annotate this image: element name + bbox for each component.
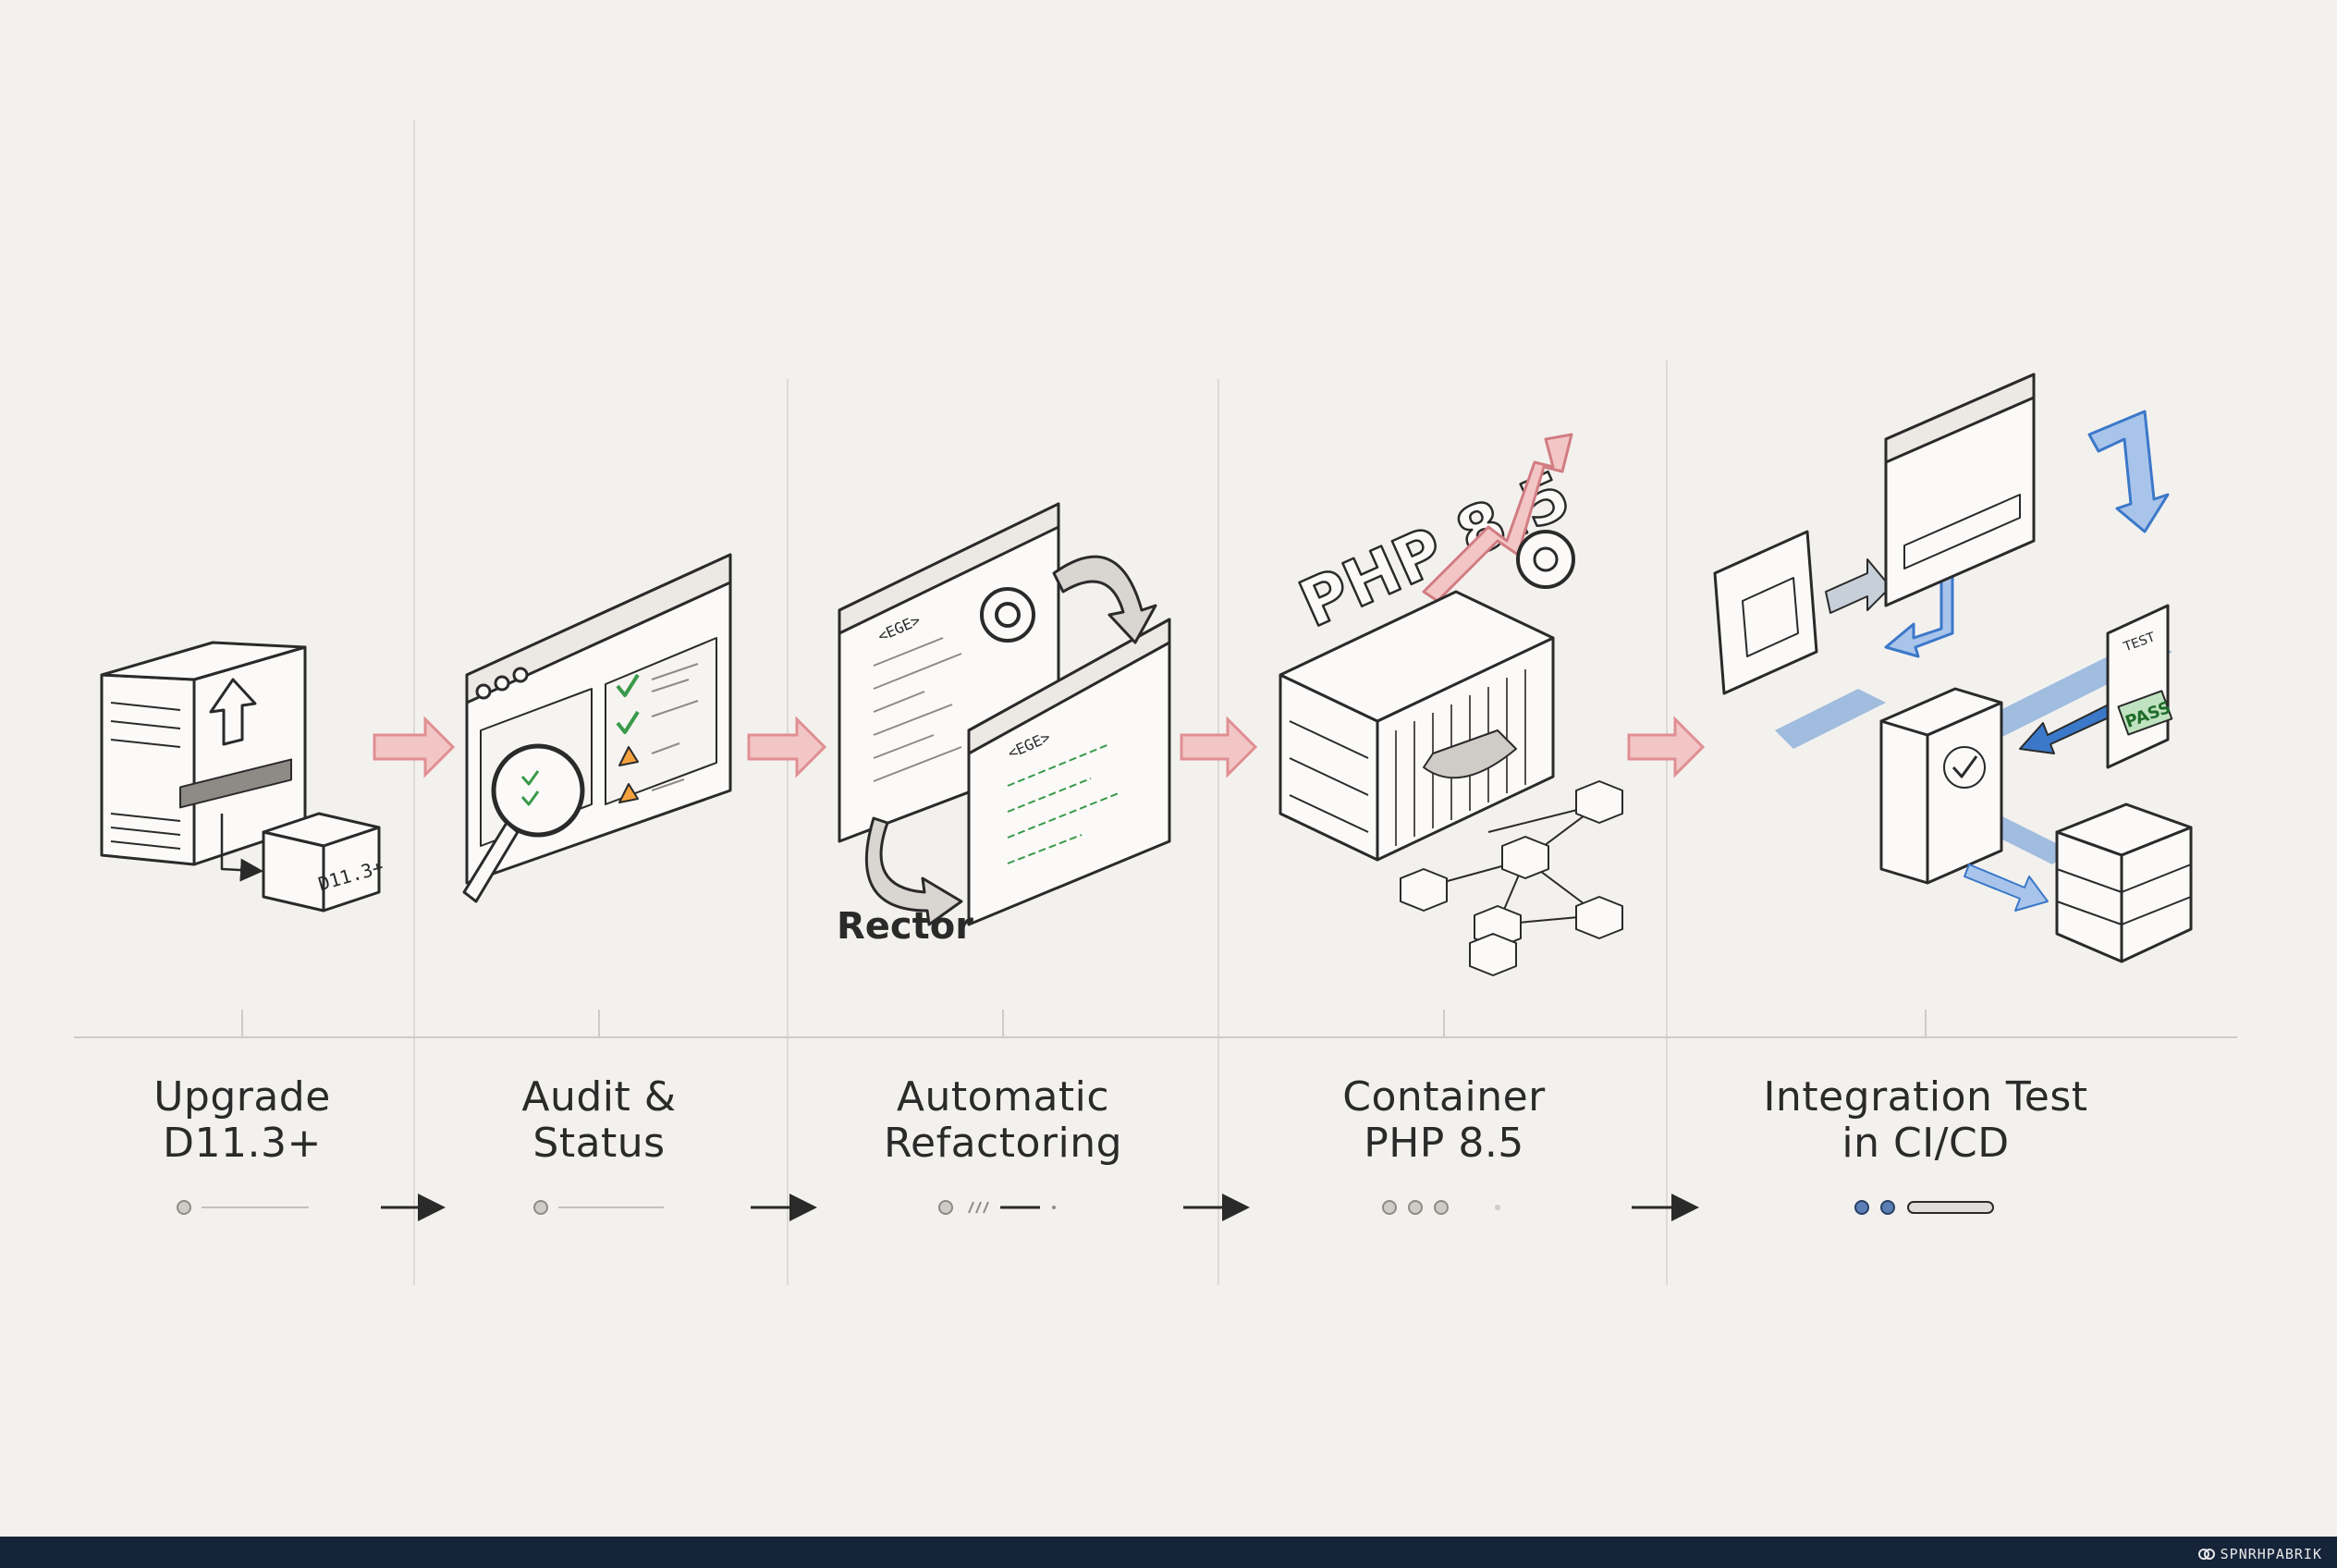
container-illustration: PHP 8.5 — [1279, 433, 1623, 976]
step-label-refactoring-line1: Automatic — [896, 1073, 1110, 1121]
upload-arrow-icon — [209, 678, 257, 746]
cicd-illustration: TEST PASS — [1713, 373, 2193, 963]
stage-arrow-1 — [373, 716, 456, 778]
refresh-arrow-top-icon — [1052, 555, 1157, 644]
status-indicator-4 — [1382, 1200, 1500, 1215]
node-network — [1400, 780, 1623, 976]
step-label-audit-line2: Status — [532, 1120, 666, 1167]
docker-whale-icon — [1423, 729, 1517, 779]
step-label-upgrade-line1: Upgrade — [153, 1073, 331, 1121]
progress-bar — [179, 758, 292, 809]
step-label-container-line2: PHP 8.5 — [1364, 1120, 1524, 1167]
step-label-container-line1: Container — [1342, 1073, 1546, 1121]
brand-mark: SPNRHPABRIK — [2197, 1546, 2322, 1562]
network-node-1 — [1575, 780, 1623, 824]
brand-logo-icon — [2197, 1549, 2215, 1560]
gear-icon — [980, 587, 1035, 643]
step-label-refactoring-line2: Refactoring — [883, 1120, 1123, 1167]
test-server-tower — [1879, 719, 1929, 885]
deploy-arrow — [1964, 864, 2049, 912]
check-icon-2 — [616, 710, 640, 734]
magnifier-handle — [462, 821, 520, 903]
test-document — [2106, 604, 2170, 769]
timeline-baseline — [74, 1010, 2237, 1038]
network-node-5 — [1575, 896, 1623, 939]
status-indicator-1 — [177, 1200, 309, 1215]
step-label-refactoring: Automatic Refactoring — [809, 1074, 1197, 1167]
column-dividers — [413, 120, 1668, 1285]
stage-arrows — [373, 716, 1706, 778]
upgrade-illustration: D11.3+ — [100, 641, 386, 913]
stage-arrow-4 — [1627, 716, 1706, 778]
stage-arrow-2 — [747, 716, 827, 778]
status-indicator-5 — [1854, 1200, 1994, 1215]
warning-icon-2 — [618, 783, 639, 803]
audit-illustration — [462, 553, 732, 903]
step-label-container: Container PHP 8.5 — [1250, 1074, 1638, 1167]
rector-label: Rector — [837, 905, 973, 948]
check-icon-list — [616, 673, 640, 734]
brand-name: SPNRHPABRIK — [2220, 1546, 2322, 1562]
window-dot-1 — [475, 683, 492, 700]
step-label-audit-line1: Audit & — [521, 1073, 677, 1121]
check-icon-1 — [616, 673, 640, 697]
footer-bar: SPNRHPABRIK — [0, 1537, 2337, 1568]
checkmark-badge-icon — [1943, 746, 1986, 789]
window-dot-3 — [512, 667, 529, 683]
status-indicator-2 — [533, 1200, 664, 1215]
warning-icon-1 — [618, 746, 639, 766]
network-node-2 — [1501, 836, 1549, 879]
step-label-integration-line1: Integration Test — [1763, 1073, 2088, 1121]
flow-arrow-left — [1884, 571, 1954, 658]
flow-arrow-right — [2087, 410, 2170, 533]
step-label-integration-line2: in CI/CD — [1841, 1120, 2010, 1167]
window-dot-2 — [494, 675, 510, 692]
flow-arrow-test — [2019, 702, 2118, 754]
step-label-upgrade-line2: D11.3+ — [163, 1120, 322, 1167]
growth-arrow — [1422, 433, 1573, 603]
refactoring-illustration: <EGE> <EGE> Rector — [837, 502, 1171, 948]
step-label-audit: Audit & Status — [405, 1074, 793, 1167]
step-label-upgrade: Upgrade D11.3+ — [48, 1074, 436, 1167]
warning-icon-list — [618, 746, 639, 803]
magnifier-icon — [491, 743, 585, 838]
pipeline-arrow-1 — [1825, 558, 1891, 614]
refresh-arrow-bottom-icon — [864, 816, 963, 926]
status-indicators — [177, 1200, 1994, 1215]
step-label-integration: Integration Test in CI/CD — [1731, 1074, 2120, 1167]
stage-arrow-3 — [1180, 716, 1258, 778]
network-node-6 — [1469, 933, 1517, 976]
pass-badge — [2117, 690, 2173, 736]
status-indicator-3 — [938, 1200, 1056, 1215]
network-node-3 — [1400, 868, 1448, 912]
